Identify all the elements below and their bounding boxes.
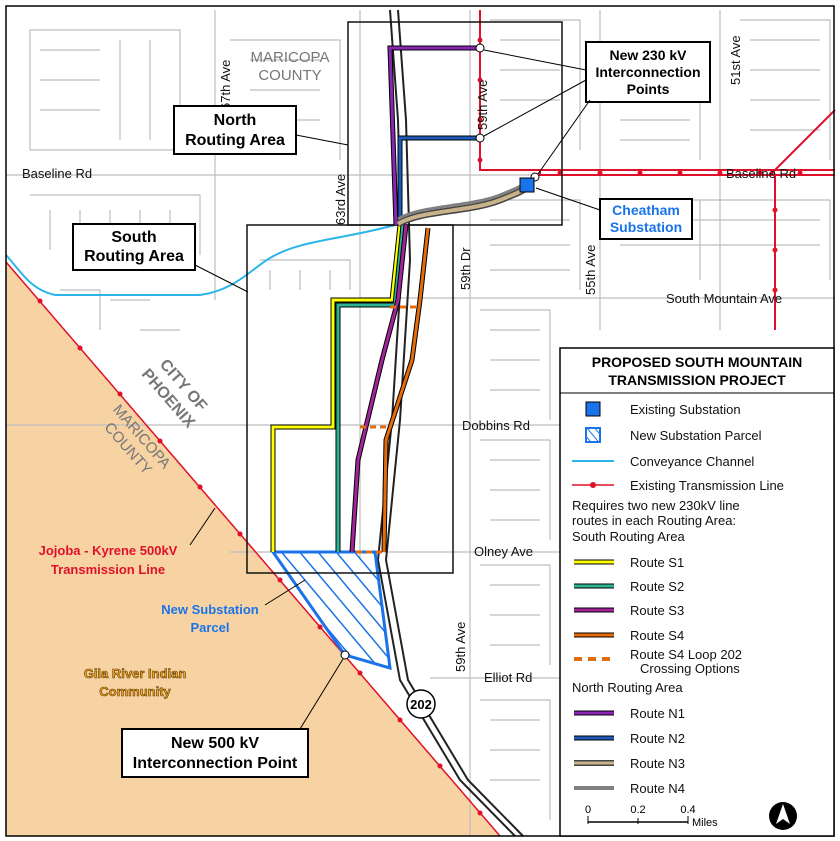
legend-route-n2: Route N2 — [630, 731, 685, 746]
legend-requires-line2: routes in each Routing Area: — [572, 513, 736, 528]
legend: PROPOSED SOUTH MOUNTAIN TRANSMISSION PRO… — [559, 347, 835, 837]
legend-conveyance-channel: Conveyance Channel — [630, 454, 754, 469]
road-label-59th-ave-top: 59th Ave — [475, 80, 490, 130]
interconnect-230-point-2 — [475, 133, 485, 143]
legend-route-s4: Route S4 — [630, 628, 684, 643]
jojoba-kyrene-line — [5, 261, 501, 837]
interconnect-500-callout-line1: New 500 kV — [171, 735, 259, 752]
legend-route-s1: Route S1 — [630, 555, 684, 570]
south-routing-area-box — [246, 224, 454, 574]
interconnect-500-leader — [299, 658, 344, 730]
north-routing-area-box — [347, 21, 563, 226]
interconnect-230-leaders — [483, 49, 591, 175]
legend-new-parcel-swatch — [585, 427, 601, 443]
interconnect-230-point-1 — [475, 43, 485, 53]
road-label-67th-ave: 67th Ave — [218, 60, 233, 110]
south-routing-callout-line2: Routing Area — [84, 248, 184, 265]
existing-transmission-towers-ne — [477, 37, 803, 293]
new-substation-parcel — [270, 550, 392, 671]
gila-river-label-line1: Gila River Indian — [84, 666, 187, 681]
south-routing-callout-line1: South — [111, 229, 156, 246]
jojoba-kyrene-line-towers — [37, 298, 483, 816]
legend-existing-transmission-line: Existing Transmission Line — [630, 478, 784, 493]
cheatham-substation — [519, 177, 535, 193]
road-label-elliot-rd: Elliot Rd — [484, 670, 532, 685]
legend-route-s4-loop-line2: Crossing Options — [640, 661, 740, 676]
road-label-south-mountain-ave: South Mountain Ave — [666, 291, 782, 306]
cheatham-leader — [535, 187, 601, 211]
interconnect-500-callout-line2: Interconnection Point — [133, 755, 298, 772]
maricopa-county-top-line2: COUNTY — [258, 67, 321, 84]
road-label-55th-ave: 55th Ave — [583, 245, 598, 295]
interconnect-230-callout-line3: Points — [627, 81, 670, 97]
legend-south-routing-area: South Routing Area — [572, 529, 686, 544]
cheatham-callout-line1: Cheatham — [612, 202, 680, 218]
road-label-baseline-left: Baseline Rd — [22, 166, 92, 181]
loop-202-label: 202 — [410, 697, 432, 712]
interconnect-500-point — [340, 650, 350, 660]
scale-label-unit: Miles — [692, 817, 718, 829]
legend-title-line2: TRANSMISSION PROJECT — [608, 372, 786, 388]
road-label-dobbins-rd: Dobbins Rd — [462, 418, 530, 433]
scale-label-02: 0.2 — [630, 804, 645, 816]
north-arrow-icon — [769, 802, 797, 830]
legend-requires-line1: Requires two new 230kV line — [572, 498, 740, 513]
jojoba-kyrene-label-line2: Transmission Line — [51, 562, 165, 577]
jojoba-leader — [189, 507, 216, 546]
legend-route-s3: Route S3 — [630, 603, 684, 618]
jojoba-kyrene-label-line1: Jojoba - Kyrene 500kV — [39, 543, 178, 558]
legend-route-n1: Route N1 — [630, 706, 685, 721]
gila-river-label-line2: Community — [99, 684, 171, 699]
interconnect-230-callout-line2: Interconnection — [595, 64, 700, 80]
maricopa-county-top-line1: MARICOPA — [251, 49, 330, 66]
legend-existing-substation: Existing Substation — [630, 402, 741, 417]
new-sub-parcel-label-line2: Parcel — [190, 620, 229, 635]
road-label-63rd-ave: 63rd Ave — [333, 174, 348, 225]
loop-202-shield — [406, 689, 436, 719]
north-routing-callout-line2: Routing Area — [185, 132, 285, 149]
road-label-51st-ave: 51st Ave — [728, 35, 743, 85]
interconnect-230-callout-line1: New 230 kV — [609, 47, 687, 63]
scale-label-04: 0.4 — [680, 804, 695, 816]
scale-label-0: 0 — [585, 804, 591, 816]
legend-route-s2: Route S2 — [630, 579, 684, 594]
legend-route-n3: Route N3 — [630, 756, 685, 771]
north-routing-callout-line1: North — [214, 112, 257, 129]
legend-existing-substation-swatch — [585, 401, 601, 417]
road-label-59th-ave-bottom: 59th Ave — [453, 622, 468, 672]
road-label-olney-ave: Olney Ave — [474, 544, 533, 559]
legend-new-substation-parcel: New Substation Parcel — [630, 428, 762, 443]
legend-route-n4: Route N4 — [630, 781, 685, 796]
new-sub-parcel-leader — [264, 579, 306, 606]
cheatham-callout — [599, 198, 693, 240]
road-label-baseline-right: Baseline Rd — [726, 166, 796, 181]
interconnect-500-callout — [121, 728, 309, 778]
north-routing-leader — [295, 134, 349, 146]
new-sub-parcel-label-line1: New Substation — [161, 602, 259, 617]
cheatham-callout-line2: Substation — [610, 219, 682, 235]
legend-north-routing-area: North Routing Area — [572, 680, 683, 695]
legend-route-s4-loop-line1: Route S4 Loop 202 — [630, 647, 742, 662]
legend-title-line1: PROPOSED SOUTH MOUNTAIN — [592, 354, 803, 370]
road-label-59th-dr: 59th Dr — [458, 247, 473, 290]
south-routing-leader — [194, 264, 249, 293]
scale-bar: 0 0.2 0.4 Miles — [585, 804, 718, 829]
south-routing-callout — [72, 223, 196, 271]
route-s4-loop-crossing-options — [356, 305, 420, 554]
interconnect-230-callout — [585, 41, 711, 103]
north-routing-callout — [173, 105, 297, 155]
